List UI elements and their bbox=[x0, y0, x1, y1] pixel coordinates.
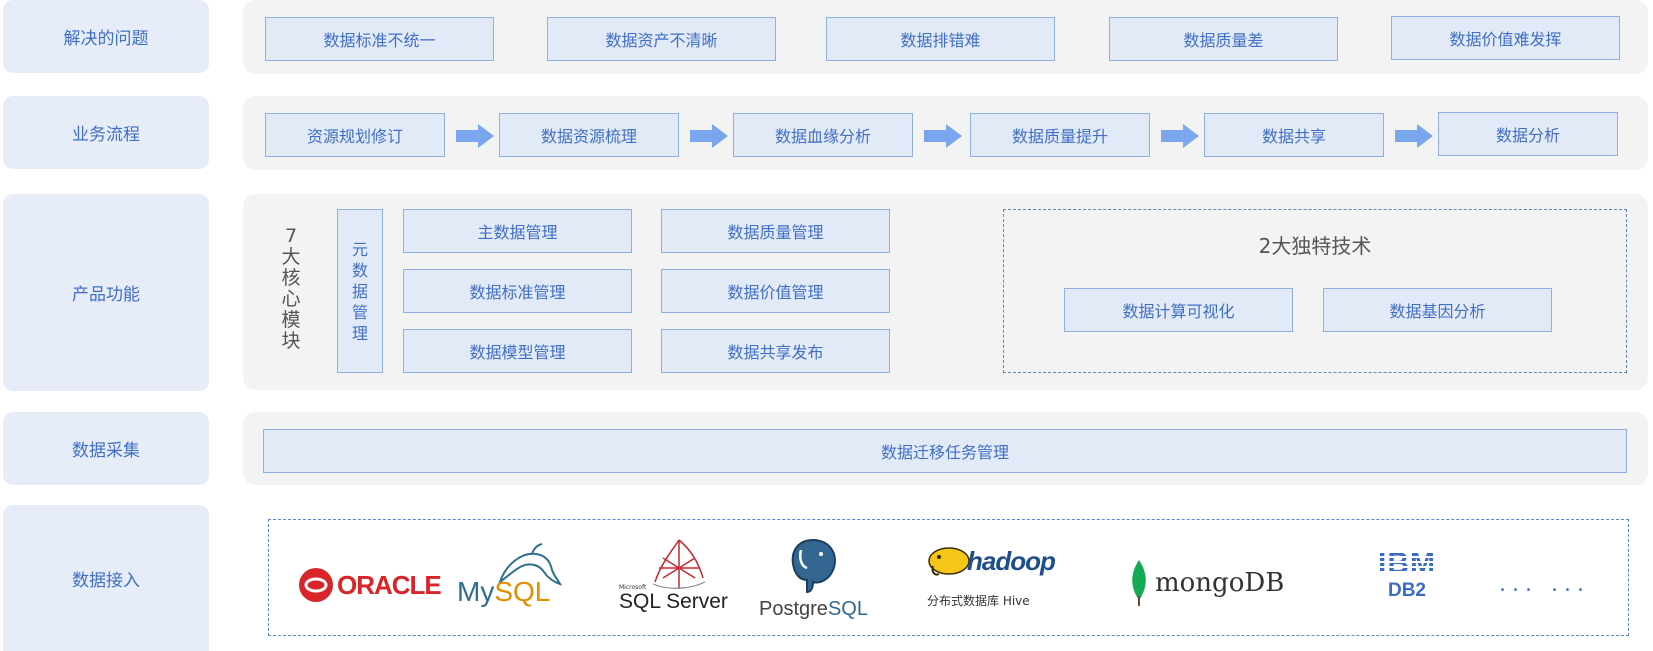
sqlserver-text: SQL Server bbox=[619, 590, 728, 613]
hadoop-elephant-icon bbox=[928, 547, 970, 576]
leaf-icon bbox=[1132, 560, 1146, 606]
core-module: 数据模型管理 bbox=[403, 329, 632, 373]
core-module: 数据共享发布 bbox=[661, 329, 890, 373]
unique-tech-item: 数据计算可视化 bbox=[1064, 288, 1293, 332]
row-label-process: 业务流程 bbox=[3, 96, 209, 169]
process-step: 数据质量提升 bbox=[970, 113, 1150, 157]
core-module: 数据标准管理 bbox=[403, 269, 632, 313]
migration-task-management: 数据迁移任务管理 bbox=[263, 429, 1627, 473]
oracle-logo: ORACLE bbox=[299, 568, 442, 602]
oracle-text: ORACLE bbox=[337, 569, 442, 600]
postgresql-text-b: SQL bbox=[827, 598, 868, 620]
ibm-db2-logo: IBM DB2 bbox=[1367, 548, 1447, 608]
postgresql-text-a: Postgre bbox=[759, 598, 828, 620]
dolphin-icon bbox=[498, 543, 562, 586]
hive-text: 分布式数据库 Hive bbox=[927, 594, 1030, 608]
mysql-logo: MySQL bbox=[457, 542, 567, 612]
features-panel: 7大核心模块 元数据管理 主数据管理 数据标准管理 数据模型管理 数据质量管理 … bbox=[243, 194, 1648, 390]
row-label-collect: 数据采集 bbox=[3, 412, 209, 485]
arrow-right-icon bbox=[690, 124, 728, 148]
core-module: 主数据管理 bbox=[403, 209, 632, 253]
postgresql-logo: PostgreSQL bbox=[759, 536, 879, 626]
problem-item: 数据资产不清晰 bbox=[547, 17, 776, 61]
mysql-text-my: My bbox=[457, 576, 495, 607]
process-step: 数据分析 bbox=[1438, 112, 1618, 156]
unique-tech-group: 2大独特技术 数据计算可视化 数据基因分析 bbox=[1003, 209, 1627, 373]
process-step: 数据血缘分析 bbox=[733, 113, 913, 157]
hadoop-text: hadoop bbox=[967, 546, 1056, 576]
process-step: 数据资源梳理 bbox=[499, 113, 679, 157]
db2-text: DB2 bbox=[1387, 580, 1426, 601]
problem-item: 数据标准不统一 bbox=[265, 17, 494, 61]
arrow-right-icon bbox=[924, 124, 962, 148]
postgresql-wordmark: PostgreSQL bbox=[759, 598, 868, 621]
arrow-right-icon bbox=[1395, 124, 1433, 148]
mongodb-logo: mongoDB bbox=[1129, 560, 1284, 606]
sqlserver-microsoft-text: Microsoft bbox=[619, 584, 647, 591]
row-label-features: 产品功能 bbox=[3, 194, 209, 391]
arrow-right-icon bbox=[456, 124, 494, 148]
elephant-icon bbox=[791, 538, 836, 594]
sqlserver-icon bbox=[652, 539, 706, 589]
core-module: 数据价值管理 bbox=[661, 269, 890, 313]
problem-item: 数据排错难 bbox=[826, 17, 1055, 61]
unique-tech-item: 数据基因分析 bbox=[1323, 288, 1552, 332]
metadata-management: 元数据管理 bbox=[337, 209, 383, 373]
problem-item: 数据价值难发挥 bbox=[1391, 16, 1620, 60]
data-sources-group: ORACLE MySQL Microsoft SQL Server Postgr… bbox=[268, 519, 1629, 636]
mongodb-text: mongoDB bbox=[1155, 568, 1285, 598]
row-label-problems: 解决的问题 bbox=[3, 0, 209, 73]
problems-panel: 数据标准不统一 数据资产不清晰 数据排错难 数据质量差 数据价值难发挥 bbox=[243, 0, 1648, 74]
ibm-text: IBM bbox=[1367, 548, 1447, 580]
oracle-icon bbox=[299, 568, 333, 602]
mysql-wordmark: MySQL bbox=[457, 576, 550, 608]
core-module: 数据质量管理 bbox=[661, 209, 890, 253]
more-indicator: ... ... bbox=[1499, 572, 1590, 597]
sqlserver-logo: Microsoft SQL Server bbox=[619, 538, 729, 618]
process-panel: 资源规划修订 数据资源梳理 数据血缘分析 数据质量提升 数据共享 数据分析 bbox=[243, 96, 1648, 170]
unique-tech-title: 2大独特技术 bbox=[1258, 234, 1372, 258]
collect-panel: 数据迁移任务管理 bbox=[243, 412, 1648, 485]
core-modules-title: 7大核心模块 bbox=[281, 225, 301, 352]
problem-item: 数据质量差 bbox=[1109, 17, 1338, 61]
mysql-text-sql: SQL bbox=[494, 576, 551, 607]
process-step: 资源规划修订 bbox=[265, 113, 445, 157]
process-step: 数据共享 bbox=[1204, 113, 1384, 157]
arrow-right-icon bbox=[1161, 124, 1199, 148]
hadoop-logo: hadoop 分布式数据库 Hive bbox=[927, 544, 1087, 614]
row-label-access: 数据接入 bbox=[3, 505, 209, 651]
